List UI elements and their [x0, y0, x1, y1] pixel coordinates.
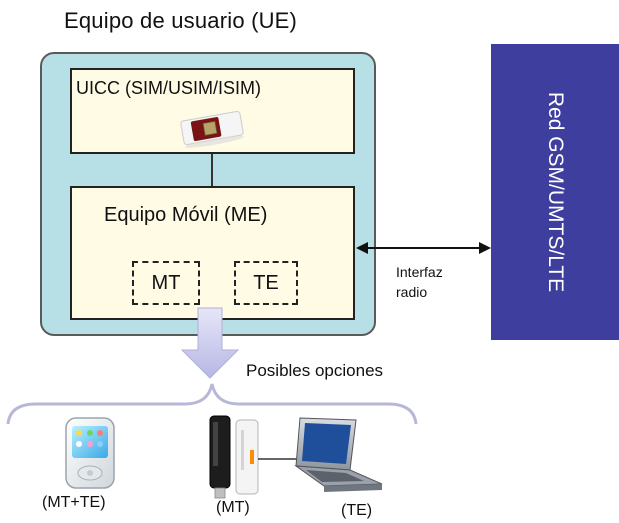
smartphone-icon: [65, 417, 115, 489]
interface-line-1: Interfaz: [396, 264, 443, 280]
options-down-arrow: [180, 307, 240, 379]
options-label: Posibles opciones: [246, 361, 384, 380]
mt-box: MT: [132, 261, 200, 305]
uicc-me-connector: [211, 154, 213, 186]
laptop-icon: [294, 417, 383, 492]
radio-interface-label: Interfaz radio: [396, 262, 443, 302]
caption-mt: (MT): [216, 499, 250, 516]
caption-te: (TE): [341, 502, 373, 519]
options-brace: [6, 383, 418, 425]
radio-interface-arrow: [356, 242, 491, 254]
me-label: Equipo Móvil (ME): [104, 204, 268, 226]
interface-line-2: radio: [396, 284, 428, 300]
ue-title: Equipo de usuario (UE): [64, 8, 298, 33]
sim-card-icon: [180, 110, 244, 148]
uicc-label: UICC (SIM/USIM/ISIM): [76, 78, 261, 98]
network-box: [491, 44, 619, 340]
te-box: TE: [234, 261, 298, 305]
usb-modem-icon: [209, 415, 259, 499]
caption-mt-te: (MT+TE): [42, 494, 106, 511]
